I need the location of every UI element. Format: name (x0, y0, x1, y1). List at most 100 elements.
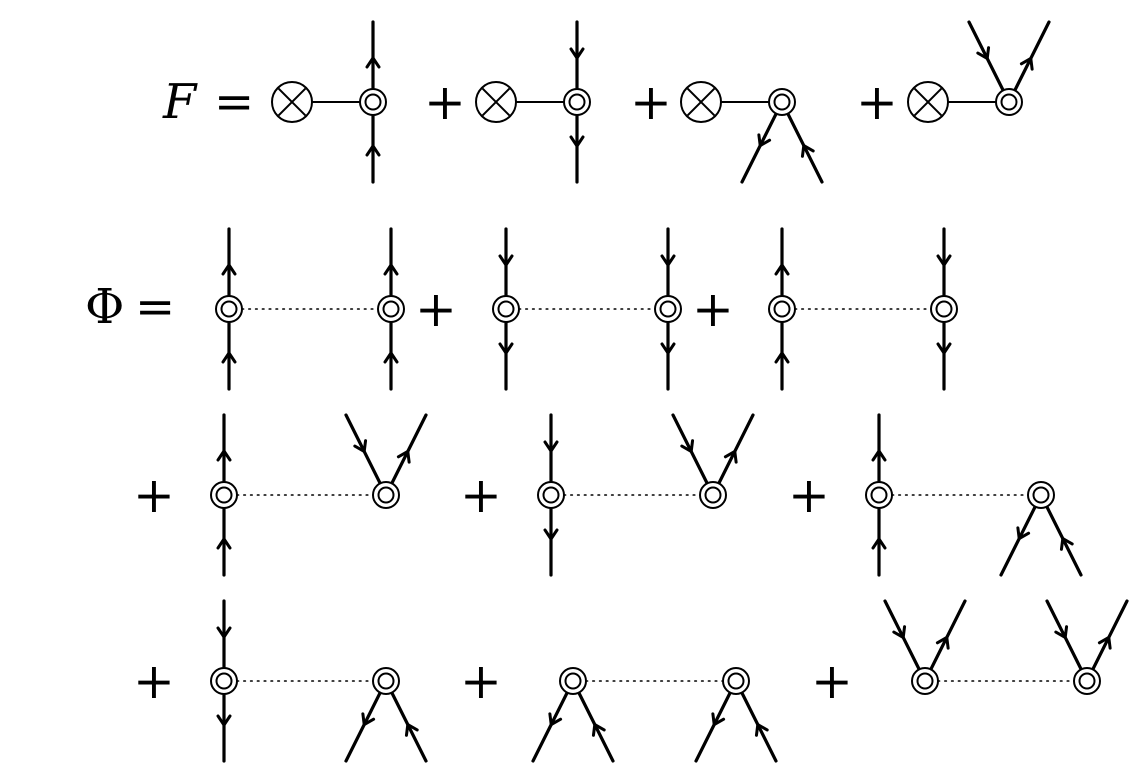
arrow-head (1016, 526, 1031, 541)
fermion-line (577, 691, 615, 763)
interaction-vertex-inner (568, 93, 586, 111)
fermion-line (740, 112, 778, 184)
interaction-vertex-inner (377, 672, 395, 690)
phi-equals: = (135, 279, 175, 335)
arrow-head (591, 723, 606, 737)
arrow-head (498, 254, 514, 267)
cross-stroke (277, 87, 307, 117)
phi-term-5 (537, 413, 755, 577)
arrow-head (216, 714, 232, 727)
arrow-head (935, 635, 950, 650)
interaction-vertex-inner (220, 300, 238, 318)
arrow-head (361, 712, 376, 727)
f-equals: = (214, 74, 254, 130)
arrow-head (365, 144, 381, 157)
interaction-vertex-outer (654, 295, 682, 323)
arrow-head (680, 439, 695, 453)
arrow-head (936, 342, 952, 355)
fermion-line (694, 691, 732, 763)
interaction-vertex-inner (1000, 93, 1018, 111)
phi-term-1 (215, 227, 405, 391)
arrow-head (757, 133, 772, 148)
phi-plus-r2-2: + (460, 466, 502, 524)
interaction-vertex-outer (537, 481, 565, 509)
interaction-vertex-inner (497, 300, 515, 318)
interaction-vertex-inner (704, 486, 722, 504)
arrow-head (711, 712, 726, 727)
diagram-layer: +++++++++++ (133, 20, 1129, 763)
f-term-4 (907, 20, 1051, 123)
phi-plus-r1-2: + (692, 280, 734, 338)
circle-cross-icon (475, 81, 517, 123)
arrow-head (216, 626, 232, 639)
f-label: F (162, 74, 198, 130)
arrow-head (383, 263, 399, 276)
circle-cross-icon (680, 81, 722, 123)
interaction-vertex-outer (768, 88, 796, 116)
arrow-head (871, 537, 887, 550)
arrow-head (543, 528, 559, 541)
interaction-vertex-inner (1078, 672, 1096, 690)
interaction-vertex-inner (377, 486, 395, 504)
interaction-vertex-outer (722, 667, 750, 695)
fermion-line (883, 599, 921, 671)
interaction-vertex-outer (768, 295, 796, 323)
fermion-line (999, 505, 1037, 577)
fermion-line (1013, 20, 1051, 92)
arrow-head (871, 449, 887, 462)
phi-term-9 (883, 599, 1129, 695)
interaction-vertex-inner (773, 93, 791, 111)
arrow-head (754, 723, 769, 737)
interaction-vertex-outer (210, 481, 238, 509)
arrow-head (365, 56, 381, 69)
fermion-line (344, 413, 382, 485)
cross-stroke (913, 87, 943, 117)
interaction-vertex-outer (215, 295, 243, 323)
interaction-vertex-outer (563, 88, 591, 116)
fermion-line (344, 691, 382, 763)
interaction-vertex-outer (359, 88, 387, 116)
interaction-vertex-inner (364, 93, 382, 111)
phi-term-8 (531, 667, 778, 763)
fermion-line (967, 20, 1005, 92)
phi-plus-r1-1: + (415, 280, 457, 338)
arrow-head (221, 263, 237, 276)
arrow-head (660, 254, 676, 267)
interaction-vertex-inner (727, 672, 745, 690)
arrow-head (774, 263, 790, 276)
phi-plus-r2-1: + (133, 466, 175, 524)
interaction-vertex-outer (372, 667, 400, 695)
arrow-head (569, 47, 585, 60)
fermion-line (1045, 599, 1083, 671)
f-term-1 (271, 20, 387, 184)
arrow-head (404, 723, 419, 737)
arrow-head (1019, 56, 1034, 71)
arrow-head (660, 342, 676, 355)
cross-stroke (481, 87, 511, 117)
interaction-vertex-outer (559, 667, 587, 695)
arrow-head (1059, 537, 1074, 551)
arrow-head (1054, 625, 1069, 639)
interaction-vertex-inner (382, 300, 400, 318)
interaction-vertex-outer (377, 295, 405, 323)
arrow-head (216, 537, 232, 550)
arrow-head (221, 351, 237, 364)
interaction-vertex-inner (659, 300, 677, 318)
f-term-2 (475, 20, 591, 184)
fermion-line (1045, 505, 1083, 577)
arrow-head (353, 439, 368, 453)
f-term-3 (680, 81, 824, 184)
circle-cross-icon (271, 81, 313, 123)
interaction-vertex-inner (542, 486, 560, 504)
interaction-vertex-inner (935, 300, 953, 318)
arrow-head (396, 449, 411, 464)
fermion-line (717, 413, 755, 485)
f-plus-3: + (856, 73, 898, 131)
phi-term-7 (210, 599, 428, 763)
phi-plus-r3-2: + (460, 652, 502, 710)
f-plus-2: + (630, 73, 672, 131)
arrow-head (1097, 635, 1112, 650)
arrow-head (936, 254, 952, 267)
interaction-vertex-inner (773, 300, 791, 318)
